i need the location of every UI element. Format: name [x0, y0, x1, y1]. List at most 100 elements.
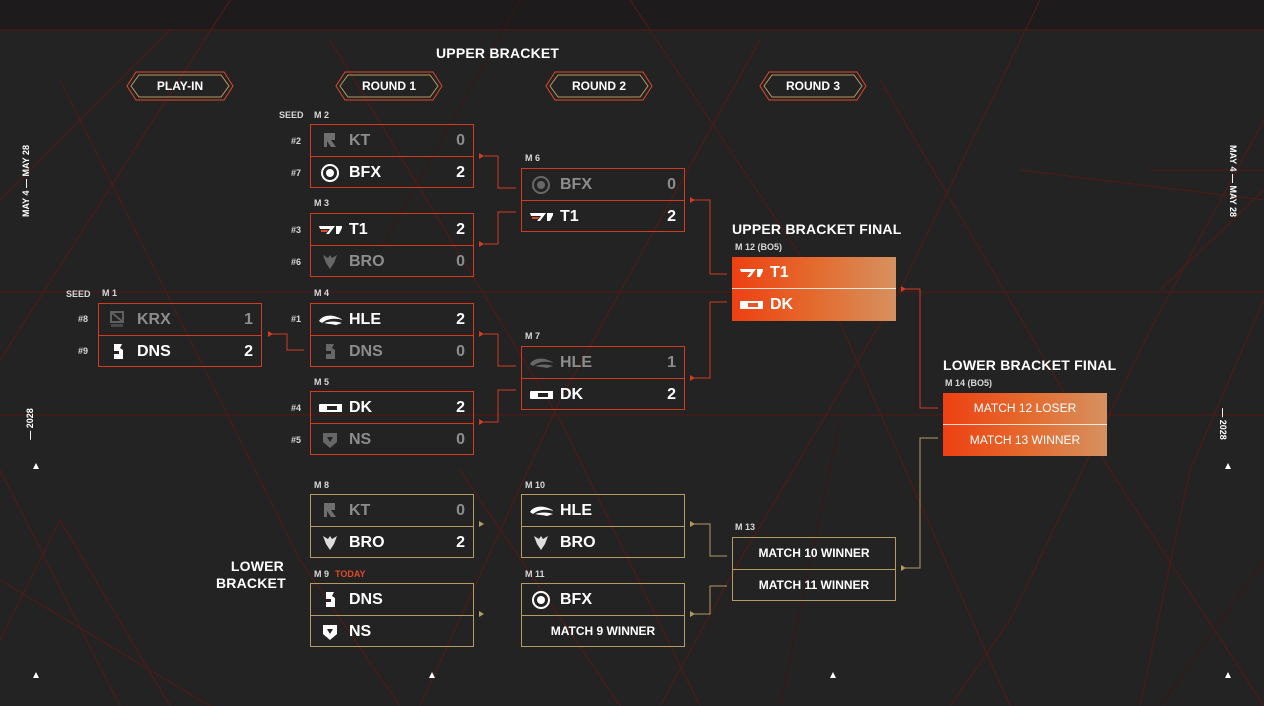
- team-row[interactable]: BRO 2: [311, 526, 473, 557]
- placeholder-row[interactable]: MATCH 10 WINNER: [758, 546, 870, 560]
- match-card-m13[interactable]: MATCH 10 WINNER MATCH 11 WINNER: [732, 537, 896, 601]
- team-name: DNS: [137, 343, 171, 360]
- team-row[interactable]: HLE: [522, 495, 684, 526]
- t1-logo-icon: [529, 207, 553, 226]
- match-card-m1[interactable]: KRX 1 DNS 2: [98, 303, 262, 367]
- team-name: KT: [349, 502, 371, 519]
- team-row[interactable]: NS: [311, 615, 473, 646]
- team-row[interactable]: T1: [732, 257, 896, 288]
- bfx-logo-icon: [529, 590, 553, 609]
- team-name: DNS: [349, 591, 383, 608]
- team-row[interactable]: KT 0: [311, 495, 473, 526]
- team-row[interactable]: HLE 2: [311, 304, 473, 335]
- team-name: BFX: [560, 176, 592, 193]
- team-name: NS: [349, 623, 372, 640]
- ns-logo-icon: [318, 622, 342, 641]
- dns-logo-icon: [318, 590, 342, 609]
- team-name: KT: [349, 132, 371, 149]
- team-name: DK: [770, 296, 794, 313]
- seed-label: SEED: [66, 289, 91, 299]
- match-label-m3: M 3: [314, 198, 330, 208]
- match-card-m12[interactable]: T1 DK: [732, 257, 896, 321]
- team-score: 0: [667, 176, 676, 193]
- placeholder-row[interactable]: MATCH 13 WINNER: [943, 424, 1107, 455]
- seed-number: #1: [290, 314, 301, 324]
- match-label-m8: M 8: [314, 480, 330, 490]
- team-row[interactable]: HLE 1: [522, 347, 684, 378]
- match-card-m6[interactable]: BFX 0 T1 2: [521, 168, 685, 232]
- team-row[interactable]: DNS: [311, 584, 473, 615]
- triangle-marker: [830, 672, 836, 678]
- match-card-m14[interactable]: MATCH 12 LOSER MATCH 13 WINNER: [943, 393, 1107, 456]
- team-row[interactable]: DNS 0: [311, 335, 473, 366]
- dk-logo-icon: [529, 385, 553, 404]
- triangle-marker: [429, 672, 435, 678]
- team-name: DK: [560, 386, 584, 403]
- match-card-m10[interactable]: HLE BRO: [521, 494, 685, 558]
- team-row[interactable]: KRX 1: [99, 304, 261, 335]
- bro-logo-icon: [318, 252, 342, 271]
- seed-number: #9: [77, 346, 88, 356]
- team-row[interactable]: BFX 0: [522, 169, 684, 200]
- team-row[interactable]: DK 2: [522, 378, 684, 409]
- round-header-round-2: ROUND 2: [545, 71, 653, 101]
- match-card-m3[interactable]: T1 2 BRO 0: [310, 213, 474, 277]
- team-row[interactable]: DK: [732, 288, 896, 319]
- seed-number: #6: [290, 257, 301, 267]
- team-score: 2: [456, 534, 465, 551]
- team-row[interactable]: DNS 2: [99, 335, 261, 366]
- team-name: BFX: [560, 591, 592, 608]
- match-card-m2[interactable]: KT 0 BFX 2: [310, 124, 474, 188]
- bro-logo-icon: [529, 533, 553, 552]
- match-label-m2: M 2: [314, 110, 330, 120]
- team-score: 2: [456, 399, 465, 416]
- match-label-m1: M 1: [102, 288, 118, 298]
- connector-arrow: [690, 521, 695, 527]
- connector-arrow: [479, 611, 484, 617]
- round-label: ROUND 2: [571, 79, 626, 93]
- team-name: HLE: [560, 502, 592, 519]
- team-score: 0: [456, 431, 465, 448]
- today-badge: TODAY: [335, 569, 366, 579]
- match-card-m4[interactable]: HLE 2 DNS 0: [310, 303, 474, 367]
- connector-arrow: [479, 331, 484, 337]
- seed-number: #8: [77, 314, 88, 324]
- dns-logo-icon: [106, 342, 130, 361]
- placeholder-row[interactable]: MATCH 11 WINNER: [733, 569, 895, 600]
- placeholder-row[interactable]: MATCH 12 LOSER: [973, 401, 1077, 415]
- lower-bracket-title: LOWER BRACKET: [216, 558, 286, 591]
- match-card-m9[interactable]: DNS NS: [310, 583, 474, 647]
- connector-arrow: [479, 241, 484, 247]
- team-name: DNS: [349, 343, 383, 360]
- connector-arrow: [901, 286, 906, 292]
- team-name: BRO: [349, 253, 385, 270]
- team-row[interactable]: BRO: [522, 526, 684, 557]
- connector-arrow: [479, 521, 484, 527]
- connector-arrow: [690, 197, 695, 203]
- team-row[interactable]: T1 2: [522, 200, 684, 231]
- seed-number: #3: [290, 225, 301, 235]
- t1-logo-icon: [739, 263, 763, 282]
- team-row[interactable]: BFX 2: [311, 156, 473, 187]
- dns-logo-icon: [318, 342, 342, 361]
- team-row[interactable]: BRO 0: [311, 245, 473, 276]
- match-label-m4: M 4: [314, 288, 330, 298]
- team-score: 2: [456, 164, 465, 181]
- team-row[interactable]: DK 2: [311, 392, 473, 423]
- match-card-m11[interactable]: BFX MATCH 9 WINNER: [521, 583, 685, 647]
- team-row[interactable]: T1 2: [311, 214, 473, 245]
- team-row[interactable]: KT 0: [311, 125, 473, 156]
- match-card-m8[interactable]: KT 0 BRO 2: [310, 494, 474, 558]
- team-row[interactable]: NS 0: [311, 423, 473, 454]
- team-score: 2: [667, 386, 676, 403]
- team-row[interactable]: BFX: [522, 584, 684, 615]
- team-name: BRO: [349, 534, 385, 551]
- match-label-m11: M 11: [525, 569, 545, 579]
- match-card-m7[interactable]: HLE 1 DK 2: [521, 346, 685, 410]
- match-label-m6: M 6: [525, 153, 541, 163]
- match-card-m5[interactable]: DK 2 NS 0: [310, 391, 474, 455]
- seed-number: #5: [290, 435, 301, 445]
- placeholder-row[interactable]: MATCH 9 WINNER: [522, 615, 684, 646]
